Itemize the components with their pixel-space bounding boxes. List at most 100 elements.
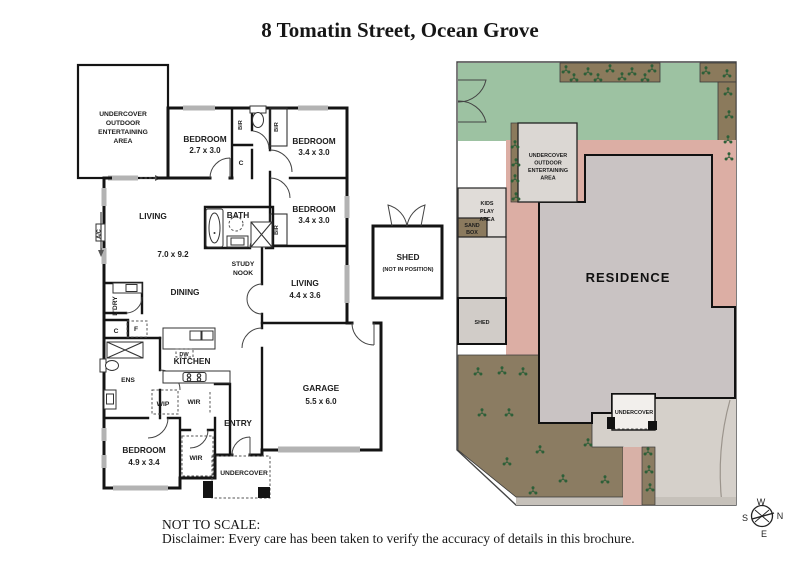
label-outdoor-1: UNDERCOVER bbox=[99, 111, 147, 118]
compass-needle bbox=[751, 512, 775, 520]
basin-icon bbox=[228, 216, 244, 232]
label-c1: C bbox=[239, 160, 244, 167]
label-ens: ENS bbox=[121, 377, 135, 384]
label-bedroom4: BEDROOM bbox=[122, 445, 165, 455]
floor-plan: UNDERCOVER OUTDOOR ENTERTAINING AREA BED… bbox=[76, 63, 444, 499]
label-nook: NOOK bbox=[233, 270, 253, 277]
site-undercover-label: UNDERCOVER bbox=[615, 410, 653, 416]
compass-e: E bbox=[761, 529, 767, 539]
scale-note: NOT TO SCALE: bbox=[162, 517, 261, 532]
site-shed-label: SHED bbox=[475, 320, 490, 326]
label-bedroom2-dims: 3.4 x 3.0 bbox=[298, 148, 330, 157]
site-outdoor-box bbox=[517, 122, 578, 203]
door-arcs bbox=[125, 130, 375, 456]
compass-n: N bbox=[777, 511, 784, 521]
disclaimer: Disclaimer: Every care has been taken to… bbox=[162, 531, 635, 547]
label-bir2: BIR bbox=[274, 122, 280, 132]
entry-porch bbox=[203, 455, 271, 499]
porch-post bbox=[203, 481, 213, 498]
label-outdoor-4: AREA bbox=[114, 138, 133, 145]
site-post bbox=[648, 421, 657, 430]
driveway-curve bbox=[719, 399, 731, 506]
arrow-down-icon bbox=[98, 250, 104, 257]
label-laundry: L'DRY bbox=[112, 296, 119, 316]
label-ac: A/C bbox=[97, 229, 103, 239]
site-outdoor-4: AREA bbox=[540, 176, 555, 182]
label-wir1: WIR bbox=[188, 399, 201, 406]
label-undercover-porch: UNDERCOVER bbox=[220, 470, 268, 477]
site-post bbox=[607, 417, 615, 429]
label-shed: SHED bbox=[396, 252, 419, 262]
label-kitchen: KITCHEN bbox=[174, 356, 211, 366]
label-bedroom1-dims: 2.7 x 3.0 bbox=[189, 146, 221, 155]
floorplan-labels: UNDERCOVER OUTDOOR ENTERTAINING AREA BED… bbox=[97, 111, 434, 477]
label-wip: WIP bbox=[157, 401, 170, 408]
ensuite-fixtures bbox=[99, 341, 144, 410]
bath-fixtures bbox=[205, 208, 273, 248]
driveway bbox=[655, 398, 736, 505]
label-living-main-dims: 7.0 x 9.2 bbox=[157, 250, 189, 259]
label-bedroom1: BEDROOM bbox=[183, 134, 226, 144]
path bbox=[623, 447, 642, 505]
label-bedroom2: BEDROOM bbox=[292, 136, 335, 146]
label-bir3: BIR bbox=[274, 225, 280, 235]
label-fridge: F bbox=[134, 326, 138, 333]
footer: NOT TO SCALE: Disclaimer: Every care has… bbox=[162, 517, 635, 547]
label-living2: LIVING bbox=[291, 278, 319, 288]
compass-s: S bbox=[742, 513, 748, 523]
site-kids-1: KIDS bbox=[481, 201, 494, 207]
label-study: STUDY bbox=[232, 261, 255, 268]
planting-strip-top bbox=[559, 62, 661, 83]
shed-box bbox=[371, 204, 444, 300]
label-garage: GARAGE bbox=[303, 383, 340, 393]
porch-post bbox=[258, 487, 270, 498]
label-c2: C bbox=[114, 328, 119, 335]
label-outdoor-3: ENTERTAINING bbox=[98, 129, 148, 136]
kitchen-fixtures bbox=[126, 320, 231, 384]
garden-strip bbox=[641, 446, 656, 506]
compass-w: W bbox=[757, 497, 766, 507]
label-outdoor-2: OUTDOOR bbox=[106, 120, 140, 127]
outdoor-entertaining-box bbox=[76, 63, 170, 180]
site-outdoor-1: UNDERCOVER bbox=[529, 153, 567, 159]
label-wir2: WIR bbox=[190, 455, 203, 462]
compass: W N S E bbox=[742, 497, 783, 539]
site-outdoor-2: OUTDOOR bbox=[534, 161, 562, 167]
site-shed bbox=[457, 297, 507, 345]
label-bir1: BIR bbox=[238, 120, 244, 130]
label-bedroom3-dims: 3.4 x 3.0 bbox=[298, 216, 330, 225]
label-dw: DW bbox=[179, 352, 189, 358]
site-sand-2: BOX bbox=[466, 230, 478, 236]
page-title: 8 Tomatin Street, Ocean Grove bbox=[261, 18, 539, 42]
dishwasher bbox=[175, 348, 194, 358]
site-undercover-box bbox=[611, 393, 656, 431]
siteplan-labels: UNDERCOVER OUTDOOR ENTERTAINING AREA KID… bbox=[464, 153, 671, 416]
stove-icon bbox=[182, 372, 207, 382]
site-sand-1: SAND bbox=[464, 223, 479, 229]
laundry-sink-icon bbox=[125, 284, 138, 292]
laundry-fixtures bbox=[112, 282, 143, 294]
site-kids-3: AREA bbox=[479, 217, 494, 223]
garage-door bbox=[278, 446, 360, 453]
fridge-space bbox=[126, 320, 148, 338]
planting-strip-corner bbox=[699, 62, 737, 83]
driveway-gates bbox=[457, 79, 487, 123]
label-bath: BATH bbox=[227, 210, 249, 220]
store-box bbox=[457, 236, 507, 299]
label-bedroom3: BEDROOM bbox=[292, 204, 335, 214]
sink-icon bbox=[189, 330, 202, 341]
label-dining: DINING bbox=[170, 287, 199, 297]
label-living-main: LIVING bbox=[139, 211, 167, 221]
wc-icon bbox=[249, 105, 267, 128]
windows bbox=[101, 105, 360, 491]
site-kids-2: PLAY bbox=[480, 209, 494, 215]
label-entry: ENTRY bbox=[224, 418, 252, 428]
label-shed-note: (NOT IN POSITION) bbox=[383, 267, 434, 273]
site-residence-label: RESIDENCE bbox=[586, 270, 671, 285]
site-plan: UNDERCOVER OUTDOOR ENTERTAINING AREA KID… bbox=[456, 61, 737, 506]
label-living2-dims: 4.4 x 3.6 bbox=[289, 291, 321, 300]
wip-shelves bbox=[151, 389, 179, 415]
site-outdoor-3: ENTERTAINING bbox=[528, 168, 568, 174]
